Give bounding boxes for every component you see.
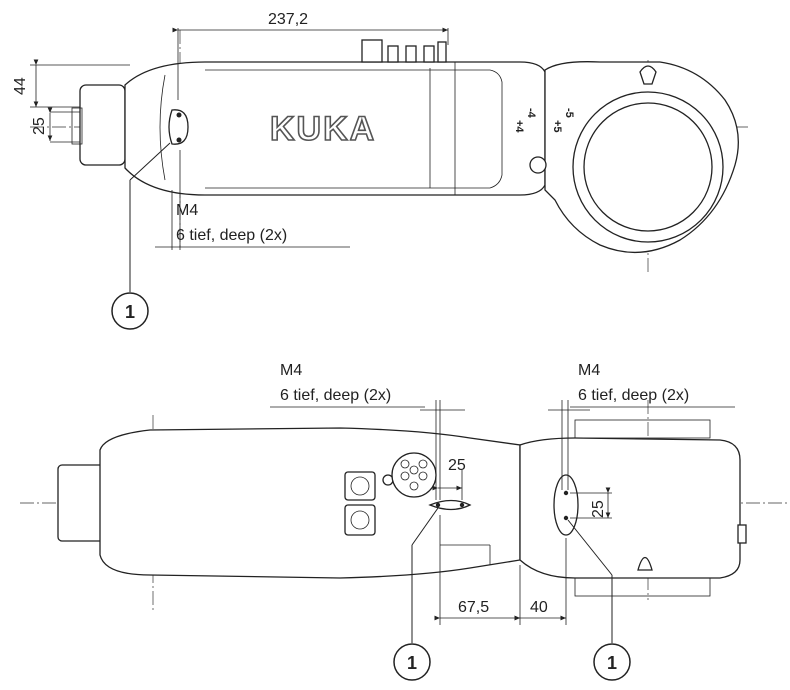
side-callout-left-circle [393, 643, 431, 681]
top-callout-circle [111, 292, 149, 330]
side-hole-pocket-left [428, 499, 472, 511]
side-right-thread-size: M4 [578, 362, 600, 379]
side-callout-right-circle [593, 643, 631, 681]
top-connector-1 [361, 39, 383, 63]
top-hole-1 [176, 112, 182, 118]
top-joint-inner [583, 102, 713, 232]
side-callout-right-number: 1 [607, 653, 617, 673]
top-connector-3 [405, 45, 417, 63]
top-connector-5 [437, 41, 447, 63]
top-thread-depth: 6 tief, deep (2x) [176, 227, 287, 244]
top-flange-face [71, 107, 83, 145]
top-connector-4 [423, 45, 435, 63]
dim-hole-spacing-right: 25 [590, 500, 607, 518]
top-flange [79, 84, 126, 166]
top-view: KUKA -4 +4 -5 +5 237,2 44 25 M4 6 tief, … [12, 11, 750, 330]
top-small-knob [529, 156, 547, 174]
side-connector-a [344, 471, 376, 501]
side-joint-cap-bottom [574, 577, 711, 597]
side-left-thread-size: M4 [280, 362, 302, 379]
axis-label-minus5: -5 [563, 108, 575, 118]
top-hole-pocket [168, 109, 189, 145]
side-connector-b [344, 504, 376, 536]
dim-offset-b: 40 [530, 599, 548, 616]
side-view: M4 6 tief, deep (2x) M4 6 tief, deep (2x… [20, 362, 790, 681]
side-left-thread-depth: 6 tief, deep (2x) [280, 387, 391, 404]
axis-label-plus5: +5 [551, 120, 563, 133]
axis-label-minus4: -4 [525, 108, 537, 119]
dim-height-inner: 25 [31, 117, 48, 135]
side-joint-housing [519, 437, 741, 579]
dim-hole-spacing-left: 25 [448, 457, 466, 474]
side-right-thread-depth: 6 tief, deep (2x) [578, 387, 689, 404]
top-thread-size: M4 [176, 202, 198, 219]
dim-offset-a: 67,5 [458, 599, 489, 616]
top-callout-number: 1 [125, 302, 135, 322]
brand-logo: KUKA [270, 110, 376, 148]
dim-height-outer: 44 [12, 77, 29, 95]
side-joint-cap-top [574, 419, 711, 439]
top-connector-2 [387, 45, 399, 63]
dim-width: 237,2 [268, 11, 308, 28]
side-joint-knob [737, 524, 747, 544]
top-joint-marker [639, 65, 657, 85]
top-hole-2 [176, 137, 182, 143]
axis-label-plus4: +4 [513, 120, 525, 133]
side-hole-pocket-right [553, 474, 579, 536]
side-callout-left-number: 1 [407, 653, 417, 673]
side-joint-marker [637, 556, 653, 571]
